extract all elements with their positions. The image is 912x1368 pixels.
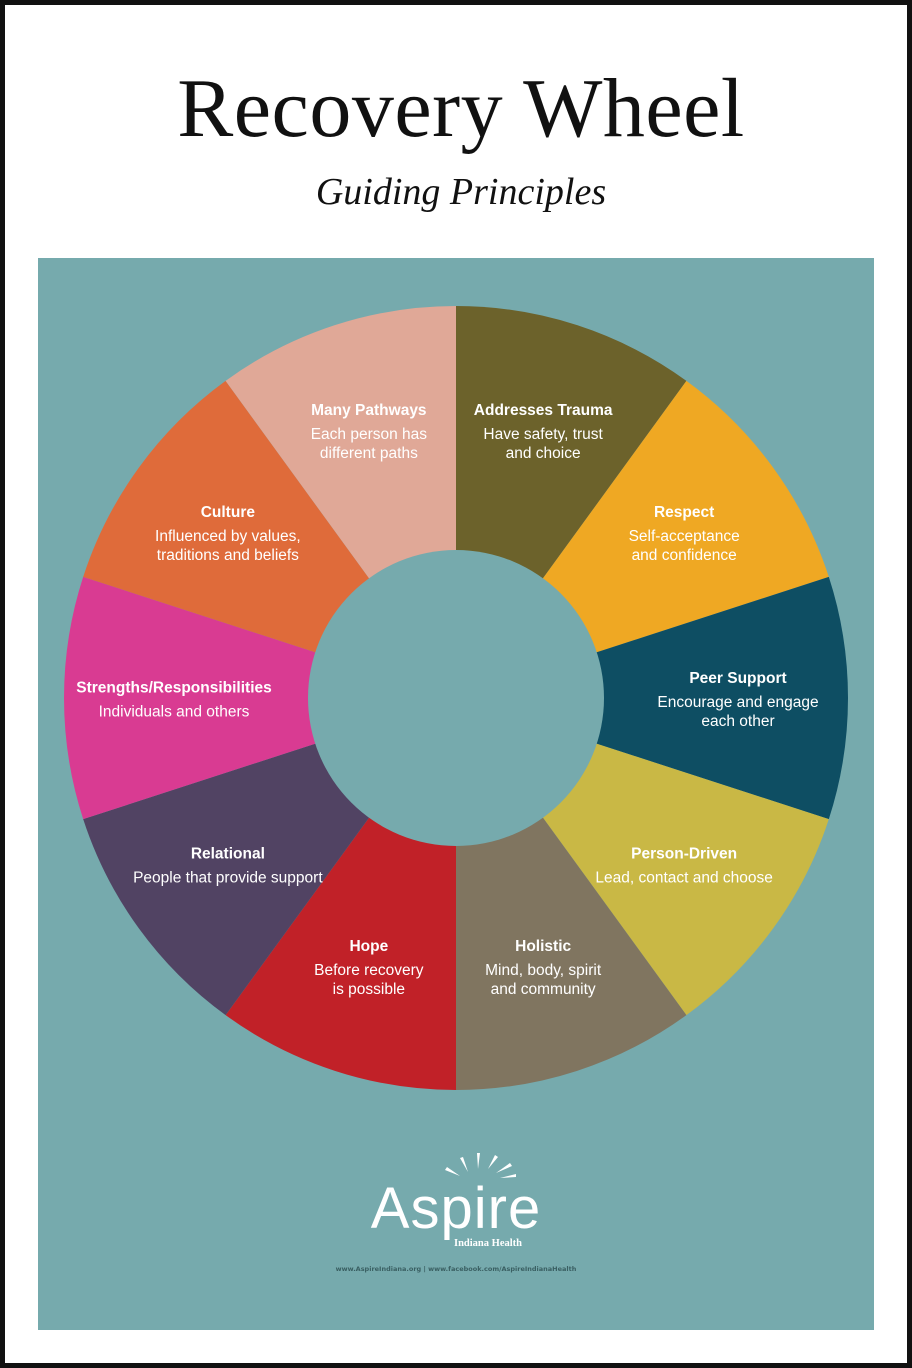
sun-rays-icon <box>445 1153 516 1178</box>
segment-description-line: is possible <box>333 981 405 998</box>
segment-description-line: different paths <box>320 445 418 462</box>
segment-description-line: and choice <box>506 445 581 462</box>
segment-title: Culture <box>201 504 256 521</box>
segment-description-line: Mind, body, spirit <box>485 962 602 979</box>
segment-title: Addresses Trauma <box>474 402 613 419</box>
segment-title: Hope <box>349 938 388 955</box>
segment-description-line: Before recovery <box>314 962 424 979</box>
page-subtitle: Guiding Principles <box>315 171 607 213</box>
aspire-logo: Aspire <box>0 1180 912 1238</box>
segment-description-line: Individuals and others <box>99 704 250 721</box>
segment-description-line: Lead, contact and choose <box>595 869 773 886</box>
footer-links: www.AspireIndiana.org | www.facebook.com… <box>335 1265 577 1273</box>
wheel-hub <box>308 550 604 846</box>
wheel-segment-peer-support <box>456 576 848 820</box>
segment-title: Holistic <box>515 938 571 955</box>
segment-description-line: each other <box>701 713 774 730</box>
segment-description-line: Have safety, trust <box>483 426 603 443</box>
page-title: Recovery Wheel <box>177 62 745 155</box>
segment-description-line: People that provide support <box>133 869 323 886</box>
segment-description-line: and community <box>491 981 596 998</box>
segment-description-line: and confidence <box>632 547 737 564</box>
segment-description-line: Self-acceptance <box>629 528 740 545</box>
logo-subtitle: Indiana Health <box>454 1238 522 1249</box>
segment-description-line: Influenced by values, <box>155 528 301 545</box>
segment-title: Relational <box>191 845 265 862</box>
segment-title: Many Pathways <box>311 402 426 419</box>
segment-description-line: traditions and beliefs <box>157 547 299 564</box>
wheel-segment-strengths-responsibilities <box>63 576 456 820</box>
segment-description-line: Each person has <box>311 426 428 443</box>
segment-title: Person-Driven <box>631 845 737 862</box>
segment-title: Strengths/Responsibilities <box>76 680 272 697</box>
logo-wordmark: Aspire <box>370 1176 542 1241</box>
segment-title: Respect <box>654 504 714 521</box>
segment-description-line: Encourage and engage <box>657 694 818 711</box>
segment-title: Peer Support <box>689 670 786 687</box>
